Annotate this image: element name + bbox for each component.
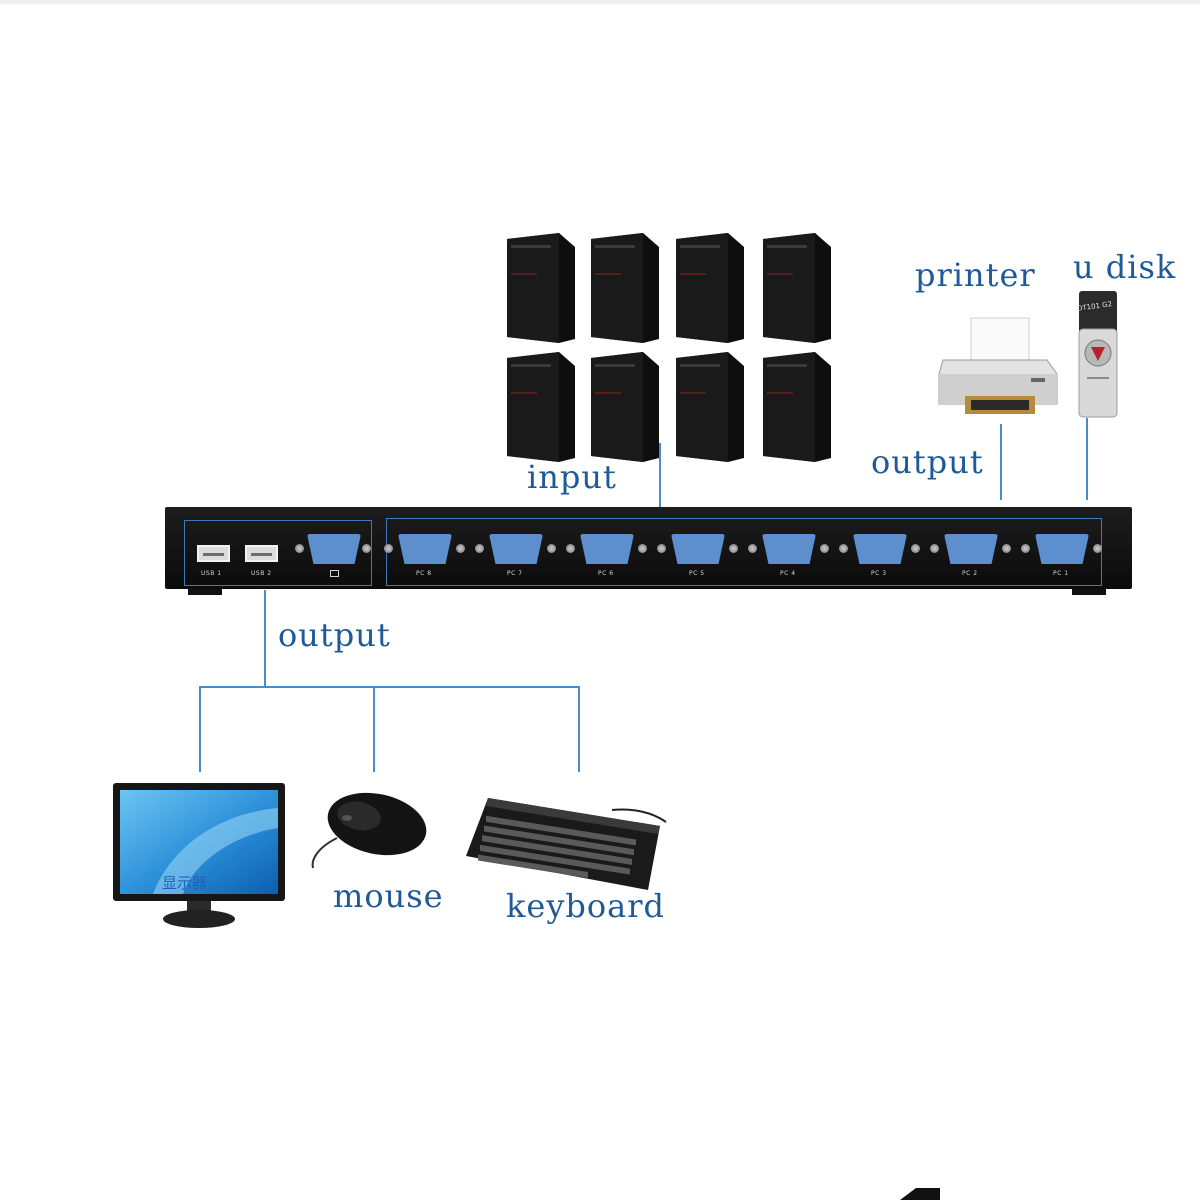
pc-input-port[interactable] <box>580 534 634 564</box>
usb-port-2-label: USB 2 <box>251 570 272 577</box>
vga-screw <box>1002 544 1011 553</box>
output-port-group <box>184 520 372 586</box>
vga-screw <box>638 544 647 553</box>
pc-tower <box>507 352 575 462</box>
pc-port-label: PC 5 <box>689 570 705 577</box>
vga-screw <box>456 544 465 553</box>
pc-port-label: PC 8 <box>416 570 432 577</box>
vga-monitor-port[interactable] <box>307 534 361 564</box>
pc-tower <box>763 352 831 462</box>
pc-input-port[interactable] <box>398 534 452 564</box>
printer-label: printer <box>915 256 1036 294</box>
keyboard-connector-line <box>578 686 580 772</box>
vga-screw <box>295 544 304 553</box>
pc-input-port[interactable] <box>1035 534 1089 564</box>
vga-screw <box>1021 544 1030 553</box>
mouse-label: mouse <box>333 877 444 915</box>
output-label-top: output <box>871 443 984 481</box>
printer-icon <box>938 317 1058 414</box>
vga-screw <box>839 544 848 553</box>
u-disk-label: u disk <box>1073 248 1177 286</box>
pc-tower <box>676 233 744 343</box>
usb-port-1[interactable] <box>197 545 230 562</box>
kvm-foot-right <box>1072 589 1106 595</box>
usb-port-1-label: USB 1 <box>201 570 222 577</box>
pc-tower <box>763 233 831 343</box>
keyboard-label: keyboard <box>506 887 666 925</box>
monitor-connector-line <box>199 686 201 772</box>
usb-port-2[interactable] <box>245 545 278 562</box>
vga-screw <box>729 544 738 553</box>
pc-input-port[interactable] <box>853 534 907 564</box>
vga-screw <box>362 544 371 553</box>
vga-screw <box>930 544 939 553</box>
monitor-icon <box>113 783 285 928</box>
pc-input-port[interactable] <box>762 534 816 564</box>
usb-drive-icon <box>1078 291 1118 418</box>
pc-input-port[interactable] <box>671 534 725 564</box>
mouse-connector-line <box>373 686 375 772</box>
vga-screw <box>547 544 556 553</box>
corner-fragment <box>900 1188 940 1200</box>
input-connector-line <box>659 443 661 519</box>
mouse-icon <box>311 792 427 869</box>
monitor-screen-text: 显示器 <box>162 874 208 892</box>
pc-tower <box>507 233 575 343</box>
keyboard-icon <box>466 798 667 890</box>
vga-screw <box>820 544 829 553</box>
kvm-foot-left <box>188 589 222 595</box>
pc-input-port[interactable] <box>489 534 543 564</box>
input-label: input <box>527 458 617 496</box>
pc-port-label: PC 2 <box>962 570 978 577</box>
u-disk-connector-line <box>1086 418 1088 500</box>
vga-screw <box>475 544 484 553</box>
pc-port-label: PC 3 <box>871 570 887 577</box>
output-distribution-line <box>199 686 580 688</box>
pc-tower <box>591 352 659 462</box>
pc-port-label: PC 7 <box>507 570 523 577</box>
monitor-port-icon <box>330 570 339 577</box>
vga-screw <box>911 544 920 553</box>
vga-screw <box>384 544 393 553</box>
vga-screw <box>748 544 757 553</box>
printer-connector-line <box>1000 424 1002 500</box>
kvm-output-connector-line <box>264 590 266 688</box>
pc-port-label: PC 4 <box>780 570 796 577</box>
pc-input-port[interactable] <box>944 534 998 564</box>
top-border-line <box>0 0 1200 4</box>
vga-screw <box>657 544 666 553</box>
vga-screw <box>566 544 575 553</box>
pc-tower <box>591 233 659 343</box>
pc-tower <box>676 352 744 462</box>
output-label-bottom: output <box>278 616 391 654</box>
vga-screw <box>1093 544 1102 553</box>
pc-port-label: PC 1 <box>1053 570 1069 577</box>
pc-port-label: PC 6 <box>598 570 614 577</box>
